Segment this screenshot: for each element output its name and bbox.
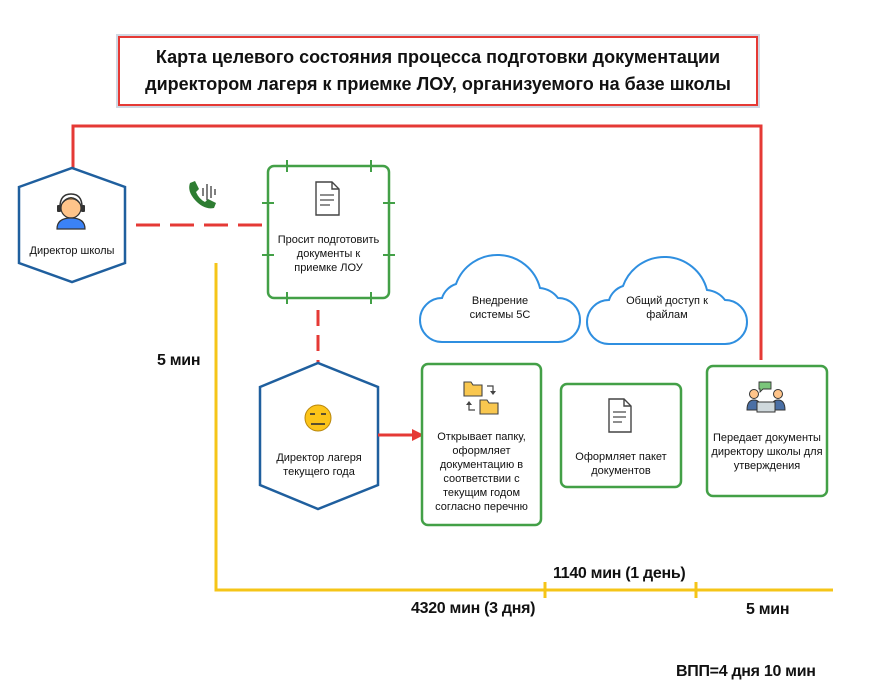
timing-5-min-left: 5 мин [157, 352, 201, 369]
hands-over-label: Передает документы директору школы для у… [711, 432, 823, 472]
folders-icon [463, 381, 499, 415]
director-school-label: Директор школы [29, 245, 115, 257]
timing-5-min-right: 5 мин [746, 601, 790, 618]
opens-folder-label: Открывает папку, оформляет документацию … [435, 431, 528, 513]
camp-director-label: Директор лагеря текущего года [276, 452, 362, 478]
cloud-system-5c-label: Внедрение системы 5С [469, 295, 531, 321]
page-title: Карта целевого состояния процесса подгот… [118, 36, 758, 106]
person-headset-icon [56, 193, 86, 230]
asks-box-ticks [262, 160, 395, 304]
to-folder-arrowhead [412, 429, 424, 441]
asks-box [266, 164, 391, 300]
cloud-shared-access [586, 255, 748, 345]
document-icon-2 [608, 398, 632, 433]
phone-icon [189, 181, 216, 209]
feedback-line [71, 124, 763, 360]
document-icon [315, 181, 340, 216]
forms-package-box [559, 382, 683, 489]
asks-label: Просит подготовить документы к приемке Л… [277, 234, 380, 274]
timing-3-days: 4320 мин (3 дня) [411, 600, 536, 617]
camp-director-hexagon [258, 361, 380, 511]
timeline-line [214, 263, 833, 592]
timing-1-day: 1140 мин (1 день) [553, 565, 686, 582]
hands-over-box [705, 364, 829, 498]
meeting-icon [746, 381, 786, 413]
cloud-shared-access-label: Общий доступ к файлам [626, 295, 708, 321]
opens-folder-box [420, 362, 543, 527]
cloud-system-5c [419, 253, 581, 343]
total-lead-time: ВПП=4 дня 10 мин [676, 663, 816, 680]
forms-package-label: Оформляет пакет документов [575, 451, 667, 477]
neutral-face-icon [304, 404, 332, 432]
